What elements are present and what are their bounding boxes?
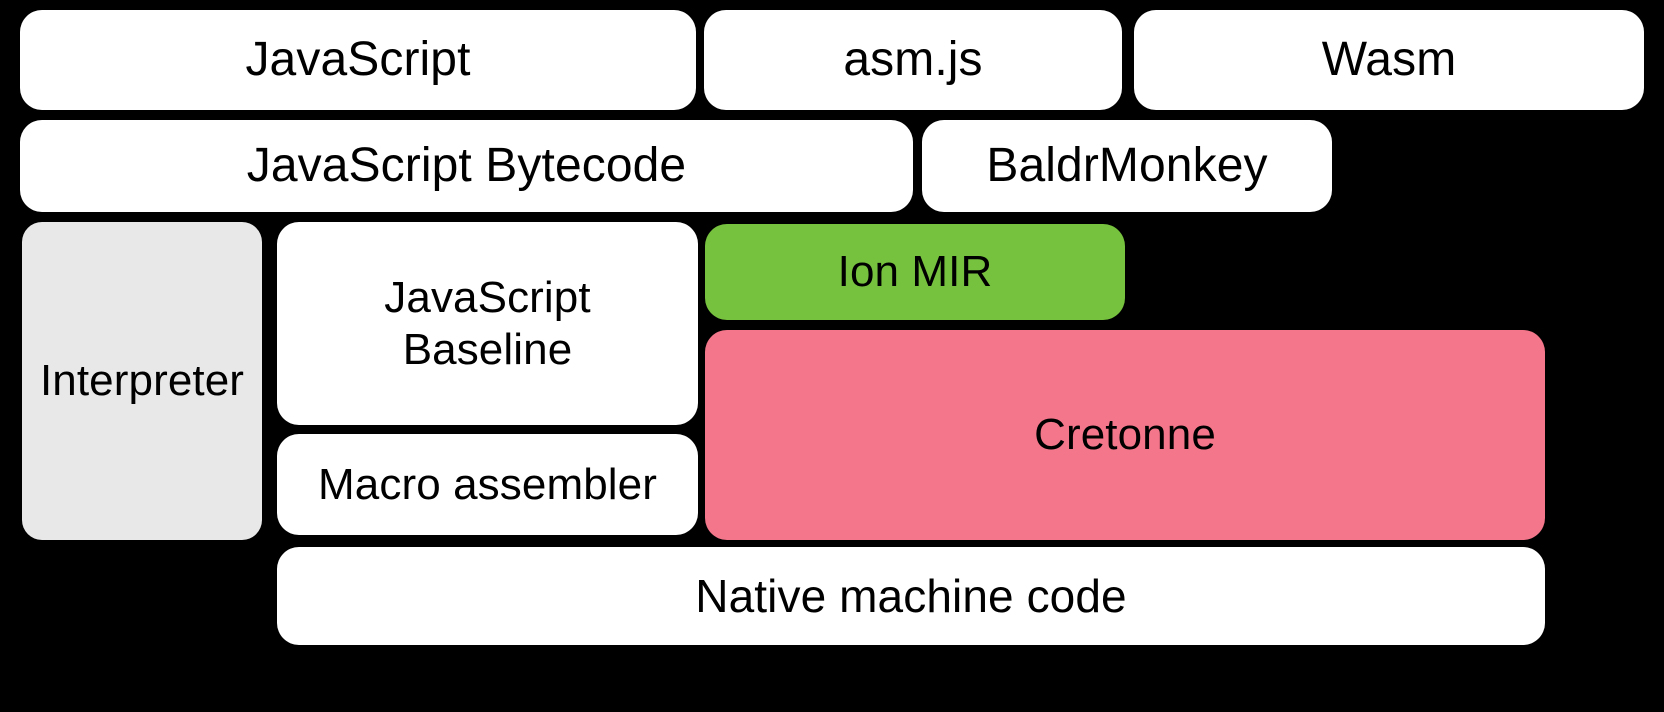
node-ion-mir[interactable]: Ion MIR (705, 224, 1125, 320)
node-asmjs[interactable]: asm.js (704, 10, 1122, 110)
node-interpreter[interactable]: Interpreter (22, 222, 262, 540)
node-native-machine-code[interactable]: Native machine code (277, 547, 1545, 645)
node-cretonne[interactable]: Cretonne (705, 330, 1545, 540)
node-wasm[interactable]: Wasm (1134, 10, 1644, 110)
node-javascript-baseline[interactable]: JavaScript Baseline (277, 222, 698, 425)
node-macro-assembler[interactable]: Macro assembler (277, 434, 698, 535)
node-javascript-bytecode[interactable]: JavaScript Bytecode (20, 120, 913, 212)
node-javascript[interactable]: JavaScript (20, 10, 696, 110)
node-baldrmonkey[interactable]: BaldrMonkey (922, 120, 1332, 212)
